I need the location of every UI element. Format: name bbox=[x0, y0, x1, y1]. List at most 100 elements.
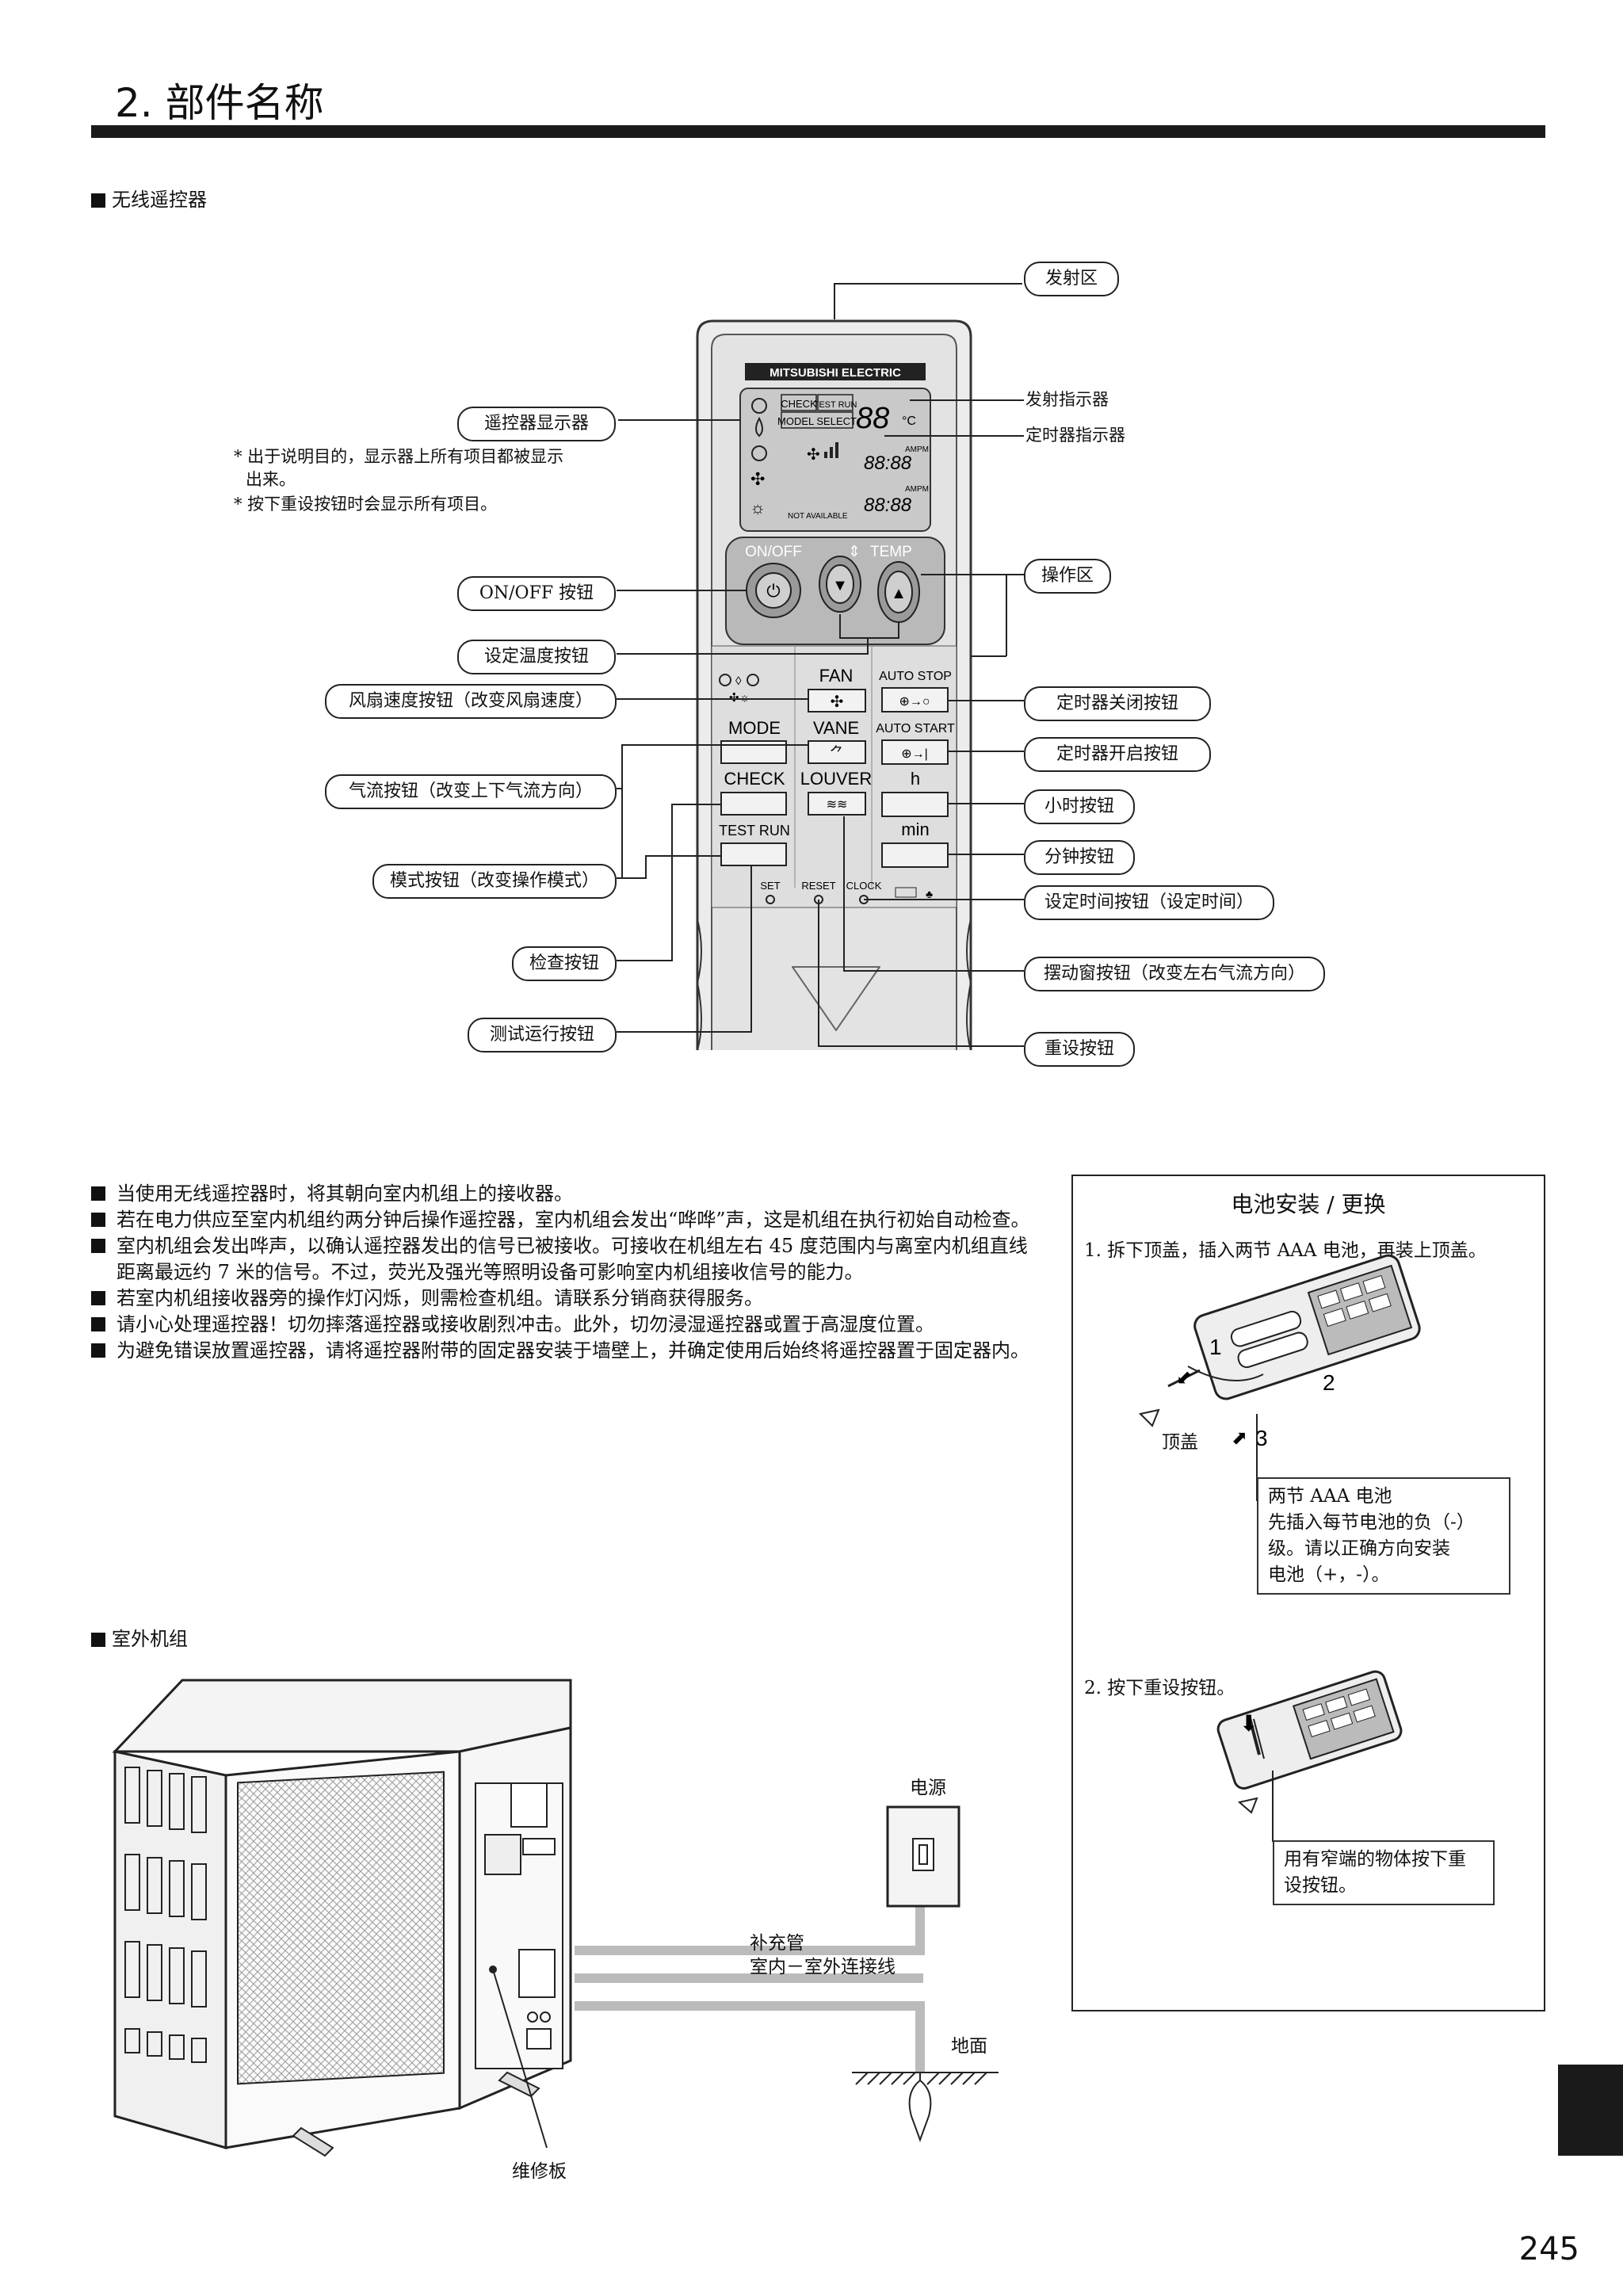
display-note-3: * 按下重设按钮时会显示所有项目。 bbox=[234, 495, 498, 514]
svg-text:⊕→|: ⊕→| bbox=[901, 747, 928, 761]
outdoor-section-heading: 室外机组 bbox=[91, 1623, 188, 1651]
svg-text:NOT AVAILABLE: NOT AVAILABLE bbox=[788, 512, 848, 521]
top-cover-label: 顶盖 bbox=[1162, 1432, 1198, 1453]
callout-display: 遥控器显示器 bbox=[457, 407, 616, 441]
callout-minute: 分钟按钮 bbox=[1024, 840, 1135, 875]
usage-notes: 当使用无线遥控器时，将其朝向室内机组上的接收器。 若在电力供应至室内机组约两分钟… bbox=[91, 1181, 1038, 1364]
battery-step-2: 2. 按下重设按钮。 bbox=[1084, 1678, 1235, 1698]
ground-rod bbox=[908, 2073, 932, 2142]
svg-text:MODEL SELECT: MODEL SELECT bbox=[777, 415, 857, 427]
svg-text:⬈: ⬈ bbox=[1232, 1427, 1247, 1449]
fan-grille bbox=[237, 1771, 445, 2085]
battery-step-1: 1. 拆下顶盖，插入两节 AAA 电池，再装上顶盖。 bbox=[1084, 1240, 1487, 1261]
page-number: 245 bbox=[1518, 2231, 1579, 2267]
list-item: 为避免错误放置遥控器，请将遥控器附带的固定器安装于墙壁上，并确定使用后始终将遥控… bbox=[91, 1338, 1038, 1364]
louver-button bbox=[808, 792, 866, 816]
page-title: 2. 部件名称 bbox=[115, 80, 324, 126]
fan-mode-icon: ✣ bbox=[750, 469, 765, 489]
display-note-2: 出来。 bbox=[246, 470, 296, 489]
set-button bbox=[766, 895, 775, 904]
svg-text:▲: ▲ bbox=[891, 585, 907, 602]
svg-text:h: h bbox=[911, 769, 920, 789]
svg-text:⬋: ⬋ bbox=[1176, 1367, 1192, 1389]
callout-airflow: 气流按钮（改变上下气流方向） bbox=[325, 774, 617, 809]
svg-text:ON/OFF: ON/OFF bbox=[745, 544, 802, 560]
svg-text:FAN: FAN bbox=[819, 666, 854, 686]
svg-text:AUTO STOP: AUTO STOP bbox=[879, 670, 952, 683]
svg-text:⏻: ⏻ bbox=[766, 581, 780, 601]
wire-label: 室内－室外连接线 bbox=[750, 1957, 896, 1977]
svg-text:VANE: VANE bbox=[813, 718, 859, 738]
list-item: 若在电力供应至室内机组约两分钟后操作遥控器，室内机组会发出“哗哗”声，这是机组在… bbox=[91, 1207, 1038, 1233]
svg-text:♣: ♣ bbox=[926, 888, 933, 900]
remote-diagram: MITSUBISHI ELECTRIC CHECK TEST RUN MODEL… bbox=[617, 283, 1024, 1051]
auto-start-button bbox=[881, 739, 949, 765]
svg-text:◊: ◊ bbox=[735, 674, 742, 688]
svg-text:⺈: ⺈ bbox=[830, 745, 844, 761]
svg-text:2: 2 bbox=[1323, 1370, 1335, 1395]
callout-operation: 操作区 bbox=[1024, 559, 1111, 594]
display-note-1: * 出于说明目的，显示器上所有项目都被显示 bbox=[234, 447, 564, 466]
callout-timer-off: 定时器关闭按钮 bbox=[1024, 686, 1211, 721]
svg-text:▼: ▼ bbox=[832, 577, 848, 594]
svg-text:CHECK: CHECK bbox=[724, 769, 785, 789]
lcd-display bbox=[739, 388, 931, 532]
callout-onoff: ON/OFF 按钮 bbox=[457, 576, 616, 611]
svg-text:MODE: MODE bbox=[728, 718, 781, 738]
label-timer-indicator: 定时器指示器 bbox=[1025, 426, 1125, 445]
callout-emitter: 发射区 bbox=[1024, 262, 1119, 296]
svg-text:88: 88 bbox=[856, 402, 889, 435]
svg-text:TEST RUN: TEST RUN bbox=[719, 823, 790, 839]
svg-text:1: 1 bbox=[1209, 1335, 1222, 1359]
svg-text:SET: SET bbox=[760, 880, 780, 892]
label-transmit-indicator: 发射指示器 bbox=[1025, 390, 1109, 409]
svg-text:⇕: ⇕ bbox=[848, 544, 861, 560]
svg-text:≋≋: ≋≋ bbox=[827, 798, 848, 812]
svg-text:88:88: 88:88 bbox=[864, 453, 912, 474]
list-item: 请小心处理遥控器！切勿摔落遥控器或接收剧烈冲击。此外，切勿浸湿遥控器或置于高湿度… bbox=[91, 1312, 1038, 1338]
callout-hour: 小时按钮 bbox=[1024, 789, 1135, 824]
svg-text:✣: ✣ bbox=[831, 693, 844, 711]
svg-text:AMPM: AMPM bbox=[905, 445, 929, 454]
battery-panel: 电池安装 / 更换 1. 拆下顶盖，插入两节 AAA 电池，再装上顶盖。 1 ⬋… bbox=[1071, 1175, 1545, 2011]
title-rule bbox=[91, 125, 1545, 138]
outdoor-unit-diagram bbox=[112, 1679, 999, 2157]
svg-text:RESET: RESET bbox=[801, 880, 835, 892]
section-tab bbox=[1558, 2065, 1623, 2156]
heat-mode-icon bbox=[751, 445, 767, 461]
svg-text:AMPM: AMPM bbox=[905, 485, 929, 494]
svg-text:3: 3 bbox=[1255, 1426, 1268, 1450]
svg-text:⬇: ⬇ bbox=[1239, 1711, 1258, 1736]
vane-button bbox=[808, 740, 866, 764]
svg-text:✣☼: ✣☼ bbox=[729, 691, 750, 705]
service-panel-label: 维修板 bbox=[512, 2161, 567, 2182]
svg-text:°C: °C bbox=[902, 415, 916, 428]
callout-timer-on: 定时器开启按钮 bbox=[1024, 737, 1211, 772]
callout-mode: 模式按钮（改变操作模式） bbox=[372, 864, 617, 899]
svg-text:✣: ✣ bbox=[807, 446, 820, 464]
battery-illustration: 1 ⬋ 2 3 ⬈ ⬇ bbox=[1138, 1254, 1421, 1842]
callout-reset: 重设按钮 bbox=[1024, 1032, 1135, 1067]
pipe-label: 补充管 bbox=[750, 1933, 804, 1954]
svg-text:TEST RUN: TEST RUN bbox=[814, 400, 857, 410]
svg-text:⊕→○: ⊕→○ bbox=[899, 695, 930, 709]
svg-text:CHECK: CHECK bbox=[781, 398, 817, 410]
battery-note-2: 用有窄端的物体按下重 设按钮。 bbox=[1273, 1840, 1495, 1905]
test-run-button bbox=[720, 842, 787, 866]
dry-mode-icon bbox=[755, 416, 763, 437]
brand-logo: MITSUBISHI ELECTRIC bbox=[769, 366, 901, 380]
svg-text:AUTO START: AUTO START bbox=[876, 722, 955, 735]
minute-button bbox=[881, 842, 949, 868]
svg-text:min: min bbox=[901, 819, 929, 839]
bullet-square bbox=[91, 193, 105, 208]
ground-label: 地面 bbox=[951, 2036, 987, 2057]
auto-stop-button bbox=[881, 687, 949, 712]
callout-set-time: 设定时间按钮（设定时间） bbox=[1024, 885, 1274, 920]
pipe-line bbox=[575, 1946, 923, 1955]
list-item: 若室内机组接收器旁的操作灯闪烁，则需检查机组。请联系分销商获得服务。 bbox=[91, 1286, 1038, 1312]
svg-text:88:88: 88:88 bbox=[864, 495, 912, 516]
battery-note-1: 两节 AAA 电池 先插入每节电池的负（-） 级。请以正确方向安装 电池（+，-… bbox=[1257, 1477, 1510, 1595]
svg-text:LOUVER: LOUVER bbox=[800, 769, 872, 789]
auto-mode-icon: ☼ bbox=[750, 498, 766, 518]
callout-test-run: 测试运行按钮 bbox=[468, 1018, 617, 1052]
